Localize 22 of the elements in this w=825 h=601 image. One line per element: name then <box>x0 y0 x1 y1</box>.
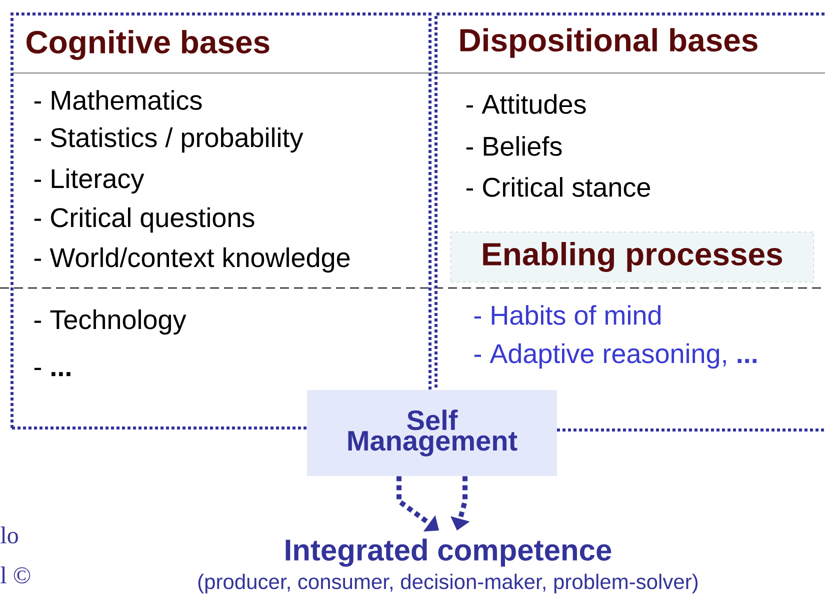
subtitle: (producer, consumer, decision-maker, problem-solver) <box>198 574 698 594</box>
list-item: - Habits of mind <box>474 305 660 325</box>
heading-box: Enabling processes <box>450 232 814 282</box>
heading: Dispositional bases <box>460 28 758 58</box>
heading: Cognitive bases <box>26 30 270 60</box>
list-item: - World/context knowledge <box>34 247 350 273</box>
list-item: - Critical stance <box>466 177 650 197</box>
label-box: Self Management <box>307 390 557 476</box>
list-item: - ... <box>34 368 70 376</box>
list-item: - Attitudes <box>466 94 586 114</box>
list-item: - Mathematics <box>34 90 202 110</box>
text-fragment: lo <box>0 526 18 544</box>
list-item: - Beliefs <box>466 136 562 156</box>
arrow <box>396 476 439 532</box>
heading: Integrated competence <box>286 538 612 567</box>
arrow <box>450 476 470 530</box>
list-item: - Statistics / probability <box>34 127 304 153</box>
list-item: - Literacy <box>34 168 144 194</box>
list-item: - Adaptive reasoning, ... <box>474 343 757 369</box>
text-fragment: l © <box>0 566 30 584</box>
list-item: - Critical questions <box>34 207 254 233</box>
list-item: - Technology <box>34 309 186 335</box>
